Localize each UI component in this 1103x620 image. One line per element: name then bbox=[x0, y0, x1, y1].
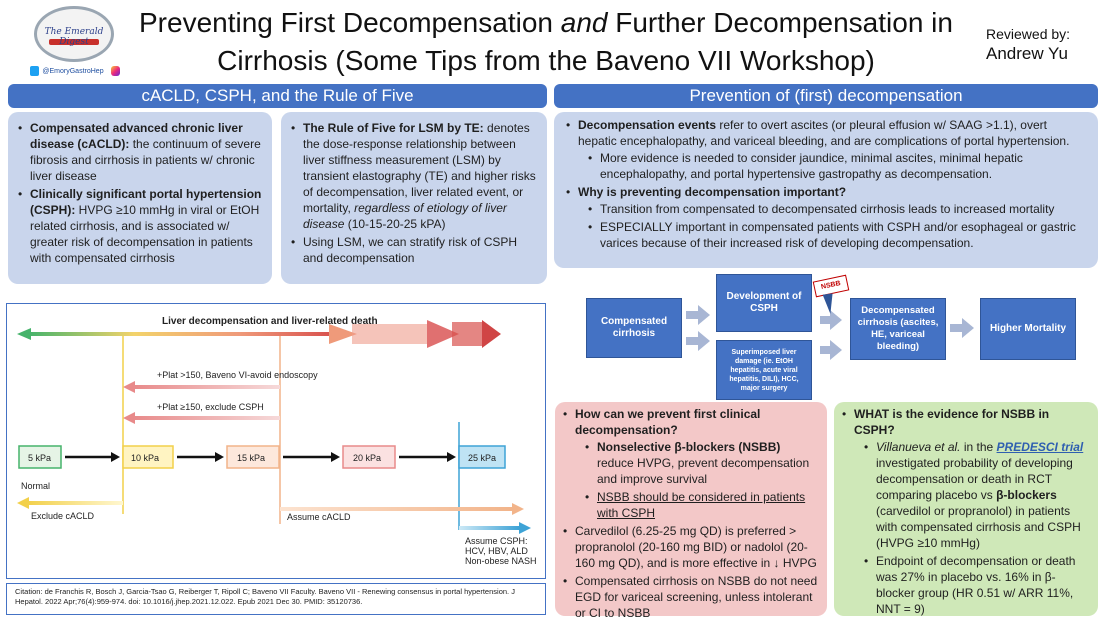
kpa-box-5 bbox=[18, 445, 62, 469]
lsm-stratify-item: Using LSM, we can stratify risk of CSPH … bbox=[291, 234, 537, 266]
social-row: @EmoryGastroHep bbox=[30, 64, 120, 78]
logo-banner bbox=[49, 39, 99, 45]
definitions-box: Compensated advanced chronic liver disea… bbox=[8, 112, 272, 284]
decompensation-arrow bbox=[17, 320, 501, 348]
emerald-digest-logo: The Emerald Digest bbox=[34, 6, 114, 62]
flow-compensated-cirrhosis: Compensated cirrhosis bbox=[586, 298, 682, 358]
kpa-box-20 bbox=[342, 445, 396, 469]
kpa-figure: Liver decompensation and liver-related d… bbox=[6, 303, 546, 579]
predesci-item: Villanueva et al. in the PREDESCI trial … bbox=[864, 439, 1090, 551]
kpa-box-25 bbox=[458, 445, 506, 469]
especially-important-item: ESPECIALLY important in compensated pati… bbox=[588, 219, 1086, 251]
flow-arrow-to-superimposed bbox=[686, 331, 710, 351]
kpa-figure-svg: Liver decompensation and liver-related d… bbox=[17, 316, 537, 566]
citation: Citation: de Franchis R, Bosch J, Garcia… bbox=[6, 583, 546, 615]
rule-of-five-item: The Rule of Five for LSM by TE: denotes … bbox=[291, 120, 537, 232]
kpa-box-10 bbox=[122, 445, 174, 469]
assume-csph-nash: Non-obese NASH bbox=[465, 556, 537, 566]
reviewer-name: Andrew Yu bbox=[986, 44, 1068, 63]
social-handle: @EmoryGastroHep bbox=[42, 67, 104, 75]
assume-csph-label: Assume CSPH: bbox=[465, 536, 528, 546]
flow-arrows-left bbox=[686, 305, 710, 351]
egd-screening-item: Compensated cirrhosis on NSBB do not nee… bbox=[563, 573, 819, 620]
kpa-label-10: 10 kPa bbox=[131, 453, 159, 463]
nsbb-consider-item: NSBB should be considered in patients wi… bbox=[585, 489, 819, 521]
kpa-box-15 bbox=[226, 445, 280, 469]
flow-arrow-csph-to-decomp bbox=[820, 310, 842, 330]
rule-of-five-box: The Rule of Five for LSM by TE: denotes … bbox=[281, 112, 547, 284]
right-section-heading: Prevention of (first) decompensation bbox=[554, 84, 1098, 108]
flow-development-of-csph: Development of CSPH bbox=[716, 274, 812, 332]
kpa-label-15: 15 kPa bbox=[237, 453, 265, 463]
flow-arrows-middle bbox=[820, 310, 842, 360]
prevention-box: How can we prevent first clinical decomp… bbox=[555, 402, 827, 620]
plat2-label: +Plat ≥150, exclude CSPH bbox=[157, 402, 264, 412]
decompensation-events-box: Decompensation events refer to overt asc… bbox=[554, 112, 1098, 268]
flow-decompensated-cirrhosis: Decompensated cirrhosis (ascites, HE, va… bbox=[850, 298, 946, 360]
assume-csph-etiologies: HCV, HBV, ALD bbox=[465, 546, 528, 556]
why-prevent-item: Why is preventing decompensation importa… bbox=[566, 184, 1086, 251]
more-evidence-item: More evidence is needed to consider jaun… bbox=[588, 150, 1086, 182]
evidence-box: WHAT is the evidence for NSBB in CSPH? V… bbox=[834, 402, 1098, 616]
flow-higher-mortality: Higher Mortality bbox=[980, 298, 1076, 360]
nsbb-item: Nonselective β-blockers (NSBB) reduce HV… bbox=[585, 439, 819, 487]
exclude-cacld-label: Exclude cACLD bbox=[31, 511, 95, 521]
evidence-question-item: WHAT is the evidence for NSBB in CSPH? V… bbox=[842, 406, 1090, 617]
flow-superimposed-damage: Superimposed liver damage (ie. EtOH hepa… bbox=[716, 340, 812, 400]
figure-top-label: Liver decompensation and liver-related d… bbox=[162, 316, 378, 327]
prevent-question-item: How can we prevent first clinical decomp… bbox=[563, 406, 819, 521]
instagram-icon[interactable] bbox=[110, 66, 120, 76]
assume-cacld-label: Assume cACLD bbox=[287, 512, 351, 522]
kpa-label-20: 20 kPa bbox=[353, 453, 381, 463]
flow-arrow-super-to-decomp bbox=[820, 340, 842, 360]
csph-definition: Clinically significant portal hypertensi… bbox=[18, 186, 262, 266]
endpoint-item: Endpoint of decompensation or death was … bbox=[864, 553, 1090, 617]
predesci-trial-link[interactable]: PREDESCI trial bbox=[996, 440, 1084, 454]
flow-arrow-to-mortality bbox=[950, 318, 974, 338]
carvedilol-item: Carvedilol (6.25-25 mg QD) is preferred … bbox=[563, 523, 819, 571]
kpa-label-5: 5 kPa bbox=[28, 453, 51, 463]
normal-label: Normal bbox=[21, 481, 50, 491]
plat1-label: +Plat >150, Baveno VI-avoid endoscopy bbox=[157, 370, 318, 380]
reviewer-block: Reviewed by: Andrew Yu bbox=[986, 24, 1096, 64]
reviewed-by-label: Reviewed by: bbox=[986, 26, 1071, 42]
logo-text: The Emerald Digest bbox=[44, 27, 104, 47]
twitter-icon[interactable] bbox=[30, 66, 40, 76]
transition-item: Transition from compensated to decompens… bbox=[588, 201, 1086, 217]
page-title: Preventing First Decompensation and Furt… bbox=[139, 7, 953, 76]
kpa-label-25: 25 kPa bbox=[468, 453, 496, 463]
cacld-definition: Compensated advanced chronic liver disea… bbox=[18, 120, 262, 184]
left-section-heading: cACLD, CSPH, and the Rule of Five bbox=[8, 84, 547, 108]
decompensation-events-item: Decompensation events refer to overt asc… bbox=[566, 117, 1086, 182]
flow-arrow-to-csph bbox=[686, 305, 710, 325]
